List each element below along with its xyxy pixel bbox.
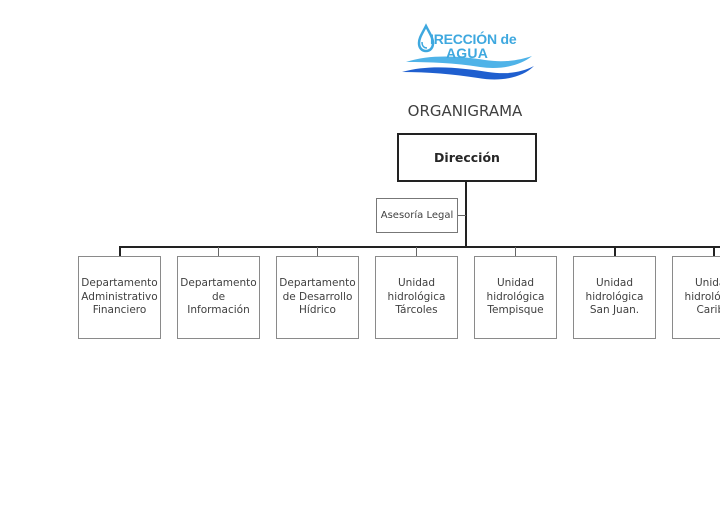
connector-staff bbox=[458, 215, 466, 216]
node-unit: Unidad hidrológica Caribe bbox=[672, 256, 720, 339]
connector-root-vertical bbox=[465, 182, 467, 248]
node-label: Unidad hidrológica Caribe bbox=[684, 277, 720, 317]
connector-unit-1 bbox=[119, 247, 121, 256]
node-label: Departamento Administrativo Financiero bbox=[81, 277, 158, 317]
connector-unit-5 bbox=[515, 247, 516, 256]
wave-top bbox=[406, 56, 532, 68]
node-label: Asesoría Legal bbox=[380, 210, 454, 221]
connector-unit-3 bbox=[317, 247, 318, 256]
water-drop-icon bbox=[417, 23, 435, 53]
node-unit: Departamento Administrativo Financiero bbox=[78, 256, 161, 339]
node-direccion: Dirección bbox=[397, 133, 537, 182]
node-label: Departamento de Desarrollo Hídrico bbox=[279, 277, 356, 317]
node-unit: Departamento de Información bbox=[177, 256, 260, 339]
connector-horizontal-bus bbox=[119, 246, 720, 248]
node-unit: Departamento de Desarrollo Hídrico bbox=[276, 256, 359, 339]
node-label: Departamento de Información bbox=[180, 277, 257, 317]
node-unit: Unidad hidrológica Tempisque bbox=[474, 256, 557, 339]
logo-text-line1: IRECCIÓN de bbox=[430, 31, 517, 47]
logo-text-line2: AGUA bbox=[446, 45, 489, 61]
connector-unit-7 bbox=[713, 247, 715, 256]
node-label: Unidad hidrológica San Juan. bbox=[585, 277, 644, 317]
node-unit: Unidad hidrológica San Juan. bbox=[573, 256, 656, 339]
node-unit: Unidad hidrológica Tárcoles bbox=[375, 256, 458, 339]
node-label: Unidad hidrológica Tempisque bbox=[486, 277, 545, 317]
connector-unit-6 bbox=[614, 247, 616, 256]
connector-unit-4 bbox=[416, 247, 417, 256]
logo: IRECCIÓN de AGUA bbox=[400, 20, 536, 84]
logo-graphic bbox=[402, 23, 534, 80]
node-label: Dirección bbox=[434, 150, 500, 165]
node-asesoria-legal: Asesoría Legal bbox=[376, 198, 458, 233]
node-label: Unidad hidrológica Tárcoles bbox=[387, 277, 446, 317]
wave-bottom bbox=[402, 66, 534, 80]
page-title: ORGANIGRAMA bbox=[407, 102, 523, 120]
connector-unit-2 bbox=[218, 247, 219, 256]
